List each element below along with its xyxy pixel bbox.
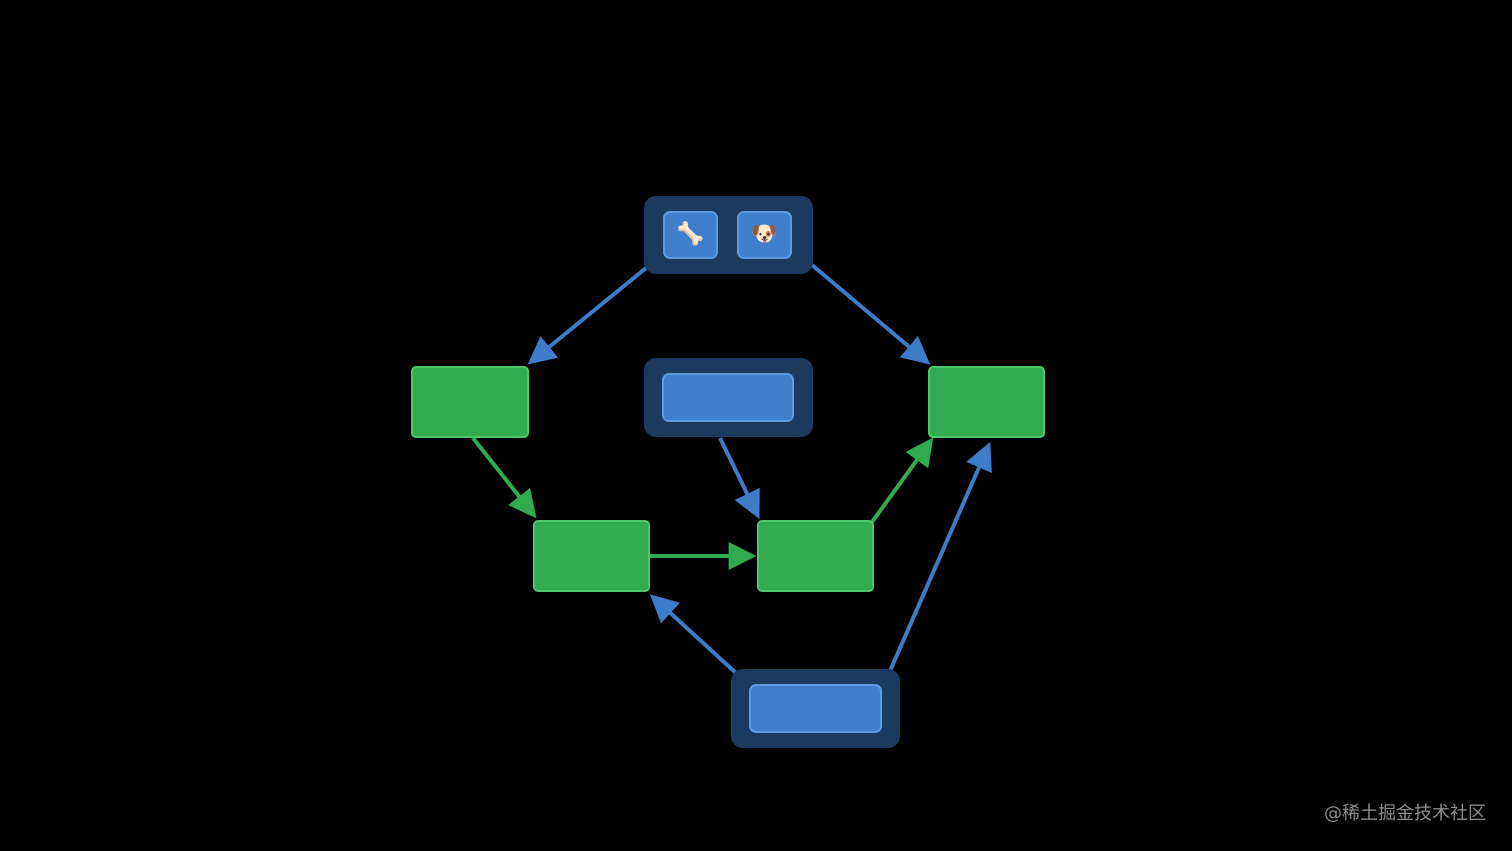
right-green-node[interactable] bbox=[928, 366, 1045, 438]
bone-node[interactable]: 🦴 bbox=[663, 211, 718, 259]
edge-center-to-midright bbox=[718, 437, 760, 520]
edge-top-to-left bbox=[527, 266, 648, 365]
bottom-container-node[interactable] bbox=[731, 669, 900, 748]
dog-node[interactable]: 🐶 bbox=[737, 211, 792, 259]
edge-top-to-right bbox=[810, 263, 931, 365]
bottom-blue-node[interactable] bbox=[749, 684, 882, 733]
edge-bottom-to-midleft bbox=[649, 594, 738, 675]
watermark-text: @稀土掘金技术社区 bbox=[1324, 803, 1486, 824]
center-container-node[interactable] bbox=[644, 358, 813, 437]
mid-right-green-node[interactable] bbox=[757, 520, 874, 592]
edge-left-to-midleft bbox=[471, 436, 537, 519]
edge-midright-to-right bbox=[870, 437, 934, 524]
bone-icon: 🦴 bbox=[676, 222, 705, 247]
mid-left-green-node[interactable] bbox=[533, 520, 650, 592]
top-container-node[interactable]: 🦴 🐶 bbox=[644, 196, 813, 274]
edge-bottom-to-right bbox=[888, 441, 992, 672]
dog-face-icon: 🐶 bbox=[750, 222, 779, 247]
left-green-node[interactable] bbox=[411, 366, 529, 438]
center-blue-node[interactable] bbox=[662, 373, 794, 422]
